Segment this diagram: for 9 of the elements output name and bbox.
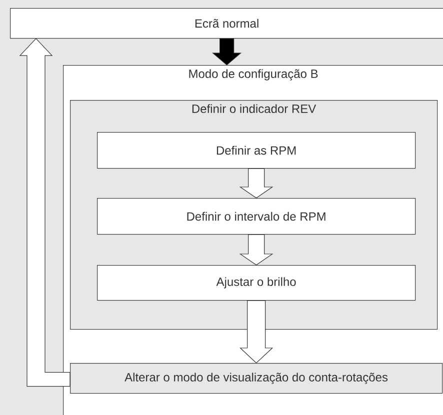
arrow [240,300,274,364]
step-box: Alterar o modo de visualização do conta-rotações [70,363,443,394]
step-box: Ecrã normal [10,8,443,39]
arrow [239,168,274,198]
step-box: Definir o intervalo de RPM [97,198,416,235]
step-box: Definir as RPM [97,132,416,169]
arrow [212,38,242,66]
step-box: Ajustar o brilho [97,265,416,301]
arrow [239,234,274,266]
